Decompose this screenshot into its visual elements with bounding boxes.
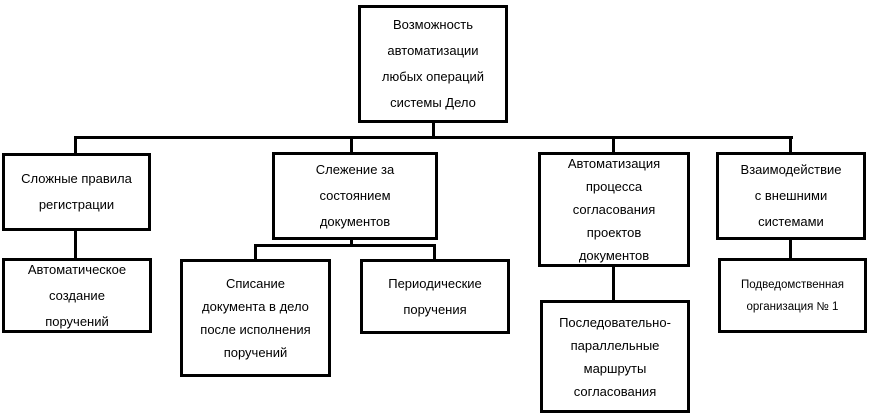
connector-approval-to-routes — [612, 265, 615, 302]
connector-root-stub — [432, 121, 435, 138]
node-external-systems-interaction: Взаимодействие с внешними системами — [716, 152, 866, 240]
connector-drop-registration-rules — [74, 136, 77, 154]
node-document-status-tracking: Слежение за состоянием документов — [272, 152, 438, 240]
connector-level2-horizontal — [254, 244, 436, 247]
connector-drop-approval-automation — [612, 136, 615, 154]
node-periodic-orders: Периодические поручения — [360, 259, 510, 334]
connector-drop-document-tracking — [350, 136, 353, 154]
node-sequential-parallel-approval-routes: Последовательно- параллельные маршруты с… — [540, 300, 690, 413]
node-approval-process-automation: Автоматизация процесса согласования прое… — [538, 152, 690, 267]
connector-external-to-subordinate — [789, 238, 792, 260]
node-subordinate-organization-1: Подведомственная организация № 1 — [718, 258, 867, 333]
node-automatic-order-creation: Автоматическое создание поручений — [2, 258, 152, 333]
connector-registration-to-orders — [74, 229, 77, 260]
node-root-automation-capability: Возможность автоматизации любых операций… — [358, 5, 508, 123]
connector-drop-writeoff — [254, 244, 257, 261]
node-complex-registration-rules: Сложные правила регистрации — [2, 153, 151, 231]
connector-level1-horizontal — [74, 136, 793, 139]
node-document-writeoff-after-execution: Списание документа в дело после исполнен… — [180, 259, 331, 377]
connector-tracking-stub — [350, 238, 353, 247]
connector-drop-periodic-orders — [433, 244, 436, 261]
connector-drop-external-systems — [789, 136, 792, 154]
